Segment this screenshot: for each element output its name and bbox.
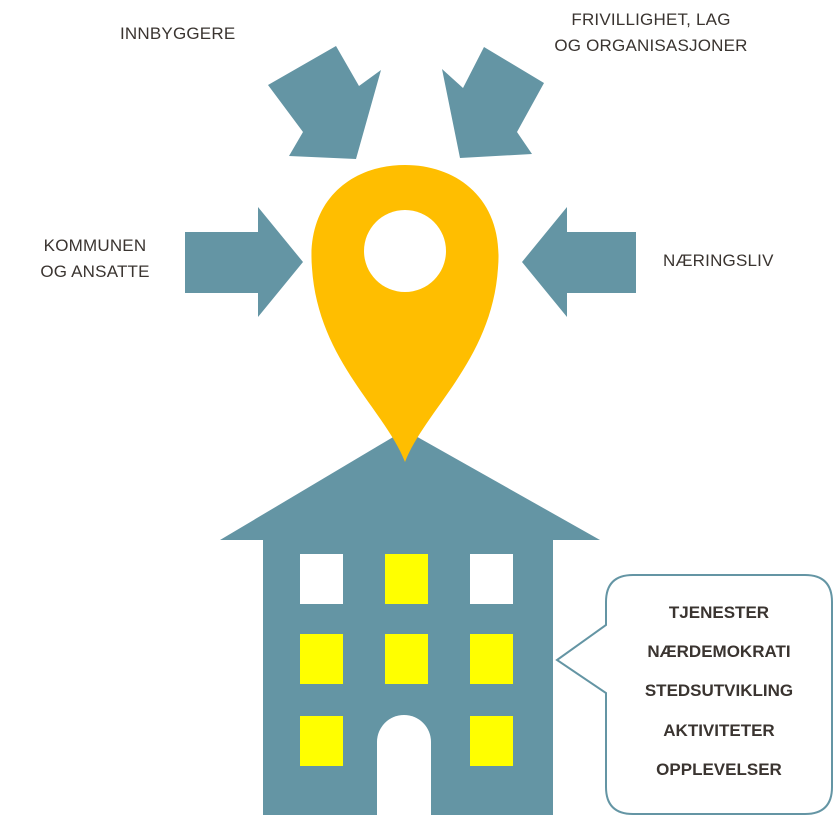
window — [470, 554, 513, 604]
label-kommunen-line1: KOMMUNEN — [43, 236, 147, 255]
arrow-frivillighet-icon — [442, 47, 544, 158]
bubble-item-stedsutvikling: STEDSUTVIKLING — [644, 681, 794, 700]
window — [300, 554, 343, 604]
label-naeringsliv: NÆRINGSLIV — [663, 251, 774, 270]
bubble-item-naerdemokrati: NÆRDEMOKRATI — [647, 642, 791, 661]
arrow-innbyggere-icon — [268, 46, 381, 159]
speech-bubble-icon — [555, 574, 833, 815]
window — [385, 634, 428, 684]
arrow-kommunen-icon — [185, 207, 303, 317]
bubble-item-tjenester: TJENESTER — [668, 603, 770, 622]
window — [470, 634, 513, 684]
house-icon — [220, 430, 600, 815]
label-frivillighet-line1: FRIVILLIGHET, LAG — [571, 10, 731, 29]
arrow-naeringsliv-icon — [522, 207, 636, 317]
door — [377, 715, 431, 815]
window — [300, 634, 343, 684]
label-innbyggere: INNBYGGERE — [120, 24, 236, 43]
window — [300, 716, 343, 766]
location-pin-icon — [311, 165, 499, 462]
bubble-item-aktiviteter: AKTIVITETER — [663, 721, 775, 740]
window — [470, 716, 513, 766]
label-frivillighet-line2: OG ORGANISASJONER — [554, 36, 748, 55]
window — [385, 554, 428, 604]
label-kommunen-line2: OG ANSATTE — [40, 262, 150, 281]
bubble-item-opplevelser: OPPLEVELSER — [656, 760, 782, 779]
